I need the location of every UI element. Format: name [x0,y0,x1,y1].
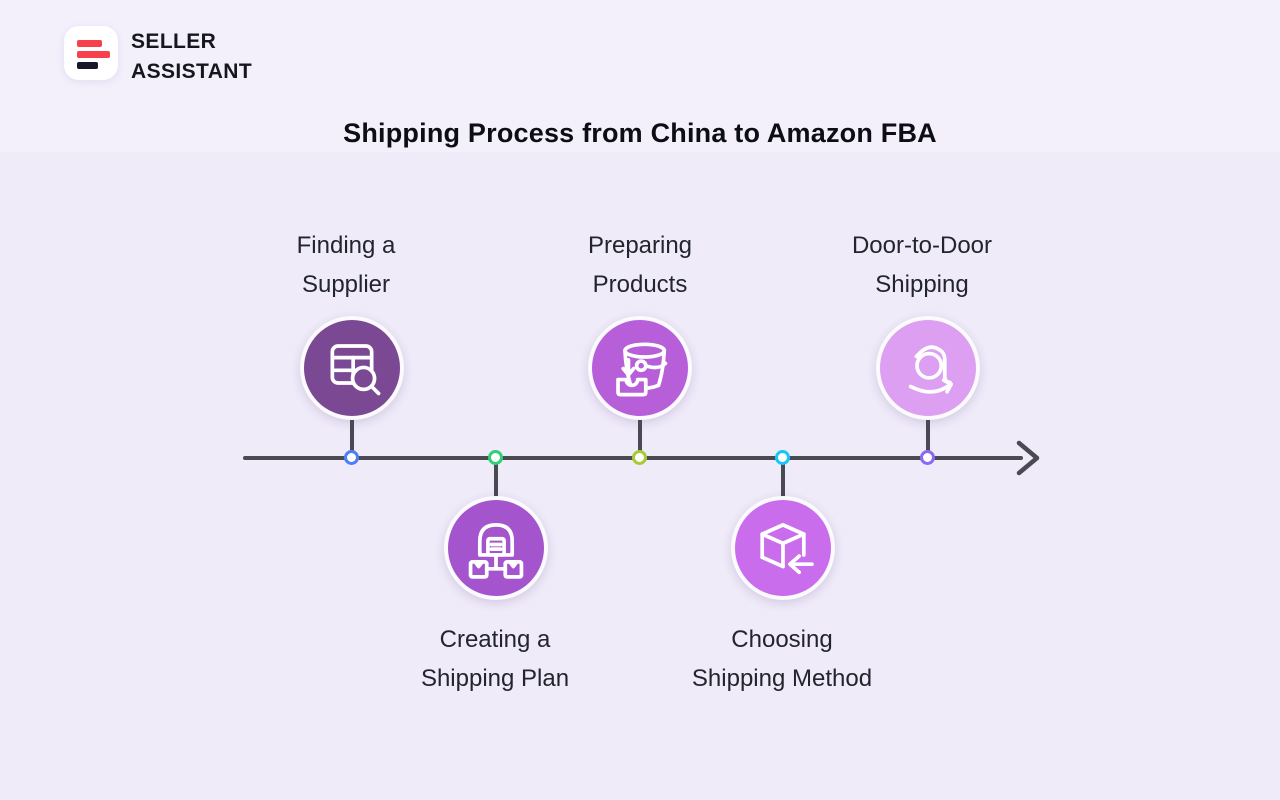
step-5-circle [876,316,980,420]
logo-bar-red-top [77,40,102,47]
step-2-label-line2: Shipping Plan [420,665,570,692]
seller-assistant-logo-icon [64,26,118,80]
timeline-dot-step-4 [775,450,790,465]
step-4-circle [731,496,835,600]
brand-name-line1: SELLER [131,30,217,53]
step-3-label: Preparing Products [480,226,800,304]
step-4-label: Choosing Shipping Method [622,620,942,698]
connector-step-2 [494,458,498,498]
amazon-a-icon [908,345,953,394]
step-2-label-line1: Creating a [439,626,551,653]
step-3-label-line1: Preparing [587,232,693,259]
step-5-label-line1: Door-to-Door [851,232,993,259]
timeline-dot-step-1 [344,450,359,465]
step-3-circle [588,316,692,420]
step-1-label-line1: Finding a [296,232,396,259]
step-4-label-line2: Shipping Method [691,665,873,692]
step-1-circle [300,316,404,420]
step-4-label-line1: Choosing [731,626,833,653]
step-5-label-line2: Shipping [875,271,969,298]
timeline-dot-step-2 [488,450,503,465]
logo-bar-dark-bottom [77,62,98,69]
connector-step-4 [781,458,785,498]
page-title: Shipping Process from China to Amazon FB… [343,118,937,148]
brand-name-line2: ASSISTANT [131,60,253,83]
warehouse-distribution-icon [468,523,524,579]
header-band [0,0,1280,152]
table-search-icon [330,344,381,396]
step-3-label-line2: Products [592,271,688,298]
step-1-label: Finding a Supplier [186,226,506,304]
timeline-dot-step-3 [632,450,647,465]
step-2-label: Creating a Shipping Plan [335,620,655,698]
bucket-packing-icon [616,342,668,397]
package-return-arrow-icon [760,523,814,575]
logo-bar-red-middle [77,51,110,58]
brand-name: SELLER ASSISTANT [131,27,252,87]
connector-step-1 [350,418,354,458]
connector-step-5 [926,418,930,458]
timeline-arrowhead-icon [1016,440,1040,476]
connector-step-3 [638,418,642,458]
step-1-label-line2: Supplier [301,271,391,298]
step-2-circle [444,496,548,600]
timeline-dot-step-5 [920,450,935,465]
step-5-label: Door-to-Door Shipping [762,226,1082,304]
